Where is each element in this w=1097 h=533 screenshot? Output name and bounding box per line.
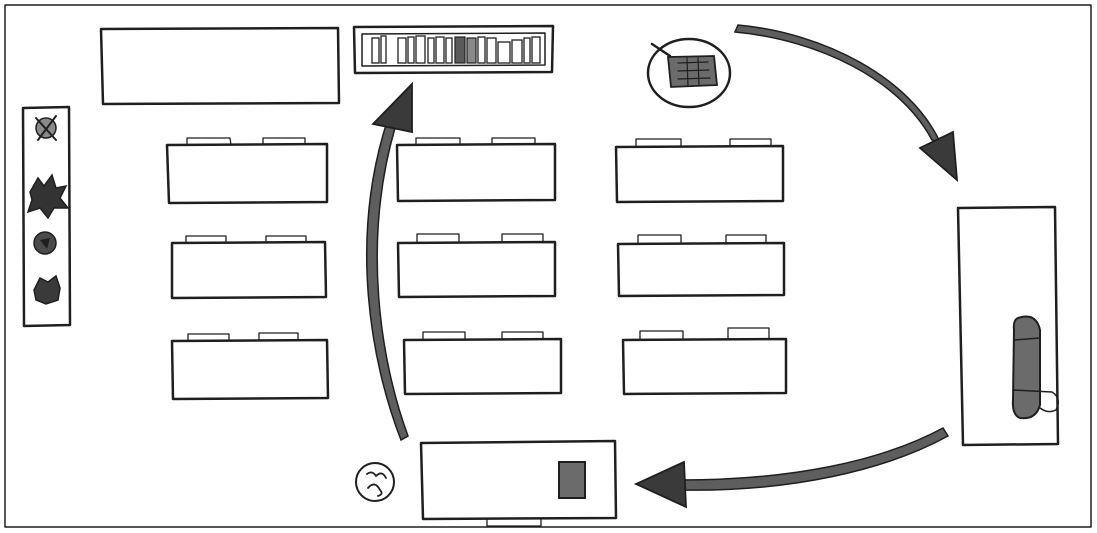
desk-group: [614, 138, 785, 204]
teacher-desk: [956, 205, 1060, 447]
flow-arrow-bottom: [633, 427, 950, 509]
flow-arrow-top-right: [733, 24, 959, 183]
bookshelf-icon: [352, 24, 555, 75]
desk-group: [165, 137, 329, 205]
flow-arrow-left: [366, 81, 413, 442]
plant-shelf: [21, 105, 72, 328]
page-border: [4, 4, 1092, 528]
tablet-icon: [558, 461, 586, 499]
desk-grid: [165, 137, 788, 401]
plant-icon: [33, 274, 61, 305]
plant-icon: [33, 231, 57, 255]
stool-icon: [355, 462, 395, 502]
cushion-icon: [1011, 315, 1059, 420]
whiteboard: [99, 26, 341, 106]
desk-group: [170, 332, 330, 401]
desk-group: [396, 233, 557, 299]
desk-group: [616, 234, 786, 298]
plant-icon: [26, 173, 70, 220]
desk-group: [170, 235, 328, 300]
desk-group: [395, 137, 557, 203]
desk-group: [621, 327, 788, 396]
computer-icon: [646, 37, 732, 109]
globe-icon: [35, 115, 57, 141]
desk-group: [402, 331, 563, 396]
reading-table: [419, 439, 618, 527]
